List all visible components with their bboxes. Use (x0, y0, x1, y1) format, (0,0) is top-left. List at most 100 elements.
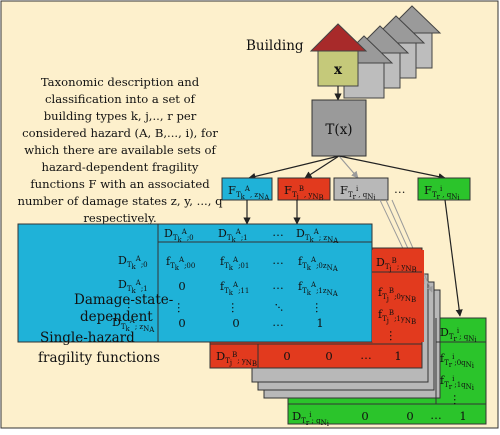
arrow-transform-to-i (338, 155, 446, 181)
svg-text:fTkA;0zNA: fTkA;0zNA (298, 255, 339, 273)
svg-text:FTjB, yNB: FTjB, yNB (284, 183, 324, 202)
type-box-k: FTkA, zNA (221, 177, 273, 202)
blue-mid-ellipsis-1: … (175, 302, 189, 314)
type-box-j: FTjB, yNB (277, 177, 331, 202)
blue-header-ds0: D (164, 227, 173, 240)
type-j-symbol: F (284, 183, 292, 197)
description-line-3: building types k, j,.., r per (44, 109, 197, 123)
type-box-r: FTri, qNi (333, 177, 389, 202)
red-row1-symbol: f (378, 308, 383, 321)
blue-r1-cz: f (298, 280, 303, 293)
green-bottom-one: 1 (459, 409, 466, 423)
red-bottom-symbol: D (216, 349, 225, 363)
svg-text:fTkA;01: fTkA;01 (220, 255, 249, 272)
green-bottom-zero-2: 0 (406, 409, 413, 423)
red-bottom-zero-2: 0 (325, 349, 332, 363)
blue-r1-c1: f (220, 280, 225, 293)
green-bottom-symbol: D (292, 409, 301, 423)
svg-text:DTkA;0: DTkA;0 (164, 227, 194, 244)
blue-row-label-1: D (118, 278, 127, 291)
table-green-column: DTri; qNi fTri;0qNi fTri;1qNi … (288, 318, 486, 406)
svg-text:DTjB; yNB: DTjB; yNB (216, 349, 257, 368)
description-line-4: considered hazard (A, B,..., i), for (22, 126, 218, 140)
red-header-symbol: D (376, 256, 385, 269)
blue-r0-c1: f (220, 255, 225, 268)
svg-text:fTjB;1yNB: fTjB;1yNB (378, 308, 416, 326)
green-header-symbol: D (440, 326, 449, 339)
svg-text:DTri; qNi: DTri; qNi (292, 409, 330, 428)
blue-mid-ellipsis-2: … (229, 302, 243, 314)
blue-rz-cz: 1 (316, 316, 323, 330)
svg-text:FTkA, zNA: FTkA, zNA (228, 183, 270, 202)
red-bottom-zero-1: 0 (283, 349, 290, 363)
blue-mid-ellipsis-3: … (313, 302, 327, 314)
green-bottom-ellipsis: … (430, 408, 442, 422)
svg-text:DTkA; zNA: DTkA; zNA (296, 227, 339, 245)
arrow-r-to-gray-3 (391, 199, 433, 293)
caption-line-3: Single-hazard (40, 330, 135, 346)
svg-text:DTkA;1: DTkA;1 (118, 278, 148, 295)
red-bottom-ellipsis: … (360, 348, 372, 362)
arrow-transform-to-k (248, 155, 340, 180)
type-box-ellipsis: … (394, 182, 406, 196)
red-bottom-one: 1 (394, 349, 401, 363)
description-line-1: Taxonomic description and (41, 75, 200, 89)
blue-header-ellipsis: … (272, 225, 284, 239)
svg-text:FTri, qNi: FTri, qNi (340, 183, 376, 202)
blue-header-dsz: D (296, 227, 305, 240)
description-line-7: functions F with an associated (30, 177, 210, 191)
svg-text:DTkA;0: DTkA;0 (118, 254, 148, 271)
description-line-8: number of damage states z, y, ..., q (18, 194, 224, 208)
svg-text:fTkA;1zNA: fTkA;1zNA (298, 280, 339, 298)
green-bottom-zero-1: 0 (361, 409, 368, 423)
arrow-transform-to-j (304, 155, 340, 179)
green-row0-symbol: f (440, 352, 445, 365)
svg-text:fTri;1qNi: fTri;1qNi (440, 374, 475, 392)
blue-r1-ellipsis: … (272, 278, 284, 292)
blue-r0-c0: f (166, 255, 171, 268)
transform-label: T(x) (325, 122, 352, 138)
green-row1-symbol: f (440, 374, 445, 387)
table-red-column: DTjB; yNB fTjB;0yNB fTjB;1yNB … (372, 250, 424, 342)
description-line-6: hazard-dependent fragility (42, 160, 199, 174)
table-green-bottom-row: DTri; qNi 0 0 … 1 (292, 408, 467, 428)
red-row0-symbol: f (378, 286, 383, 299)
blue-row-label-ellipsis: … (125, 298, 139, 310)
red-column-ellipsis: … (387, 330, 401, 342)
building-icon: x (309, 5, 442, 99)
blue-header-ds1: D (218, 227, 227, 240)
house-front-icon: x (309, 23, 368, 87)
blue-rz-c1: 0 (232, 316, 239, 330)
type-k-symbol: F (228, 183, 236, 197)
caption-line-4: fragility functions (38, 350, 160, 366)
table-blue-values: fTkA;00 fTkA;01 … fTkA;0zNA 0 fTkA;11 … … (166, 253, 339, 330)
arrow-i-to-green (444, 199, 463, 317)
svg-text:fTkA;11: fTkA;11 (220, 280, 249, 297)
svg-text:fTri;0qNi: fTri;0qNi (440, 352, 475, 370)
description-line-2: classification into a set of (45, 92, 196, 106)
building-label: Building (246, 38, 304, 54)
table-red-bottom-row: DTjB; yNB 0 0 … 1 (216, 348, 402, 368)
type-i-symbol: F (424, 183, 432, 197)
svg-text:DTri; qNi: DTri; qNi (440, 326, 477, 344)
blue-r0-cz: f (298, 255, 303, 268)
blue-r0-ellipsis: … (272, 253, 284, 267)
transform-box: T(x) (311, 99, 367, 157)
arrow-transform-to-r (338, 155, 359, 179)
caption-line-2: dependent (80, 309, 153, 325)
caption-line-1: Damage-state- (74, 292, 173, 308)
fragility-caption: Damage-state- dependent Single-hazard fr… (38, 292, 173, 366)
building-variable: x (334, 62, 343, 78)
blue-rz-c0: 0 (178, 316, 185, 330)
svg-text:fTkA;00: fTkA;00 (166, 255, 195, 272)
svg-text:DTjB; yNB: DTjB; yNB (376, 256, 417, 274)
blue-row-label-0: D (118, 254, 127, 267)
type-r-symbol: F (340, 183, 348, 197)
blue-r1-c0: 0 (178, 279, 185, 293)
table-blue-header: DTkA;0 DTkA;1 … DTkA; zNA (164, 225, 339, 245)
svg-text:fTjB;0yNB: fTjB;0yNB (378, 286, 416, 304)
description-line-5: which there are available sets of (24, 143, 216, 157)
type-box-i: FTri, qNi (417, 177, 471, 202)
description-paragraph: Taxonomic description and classification… (18, 75, 224, 225)
